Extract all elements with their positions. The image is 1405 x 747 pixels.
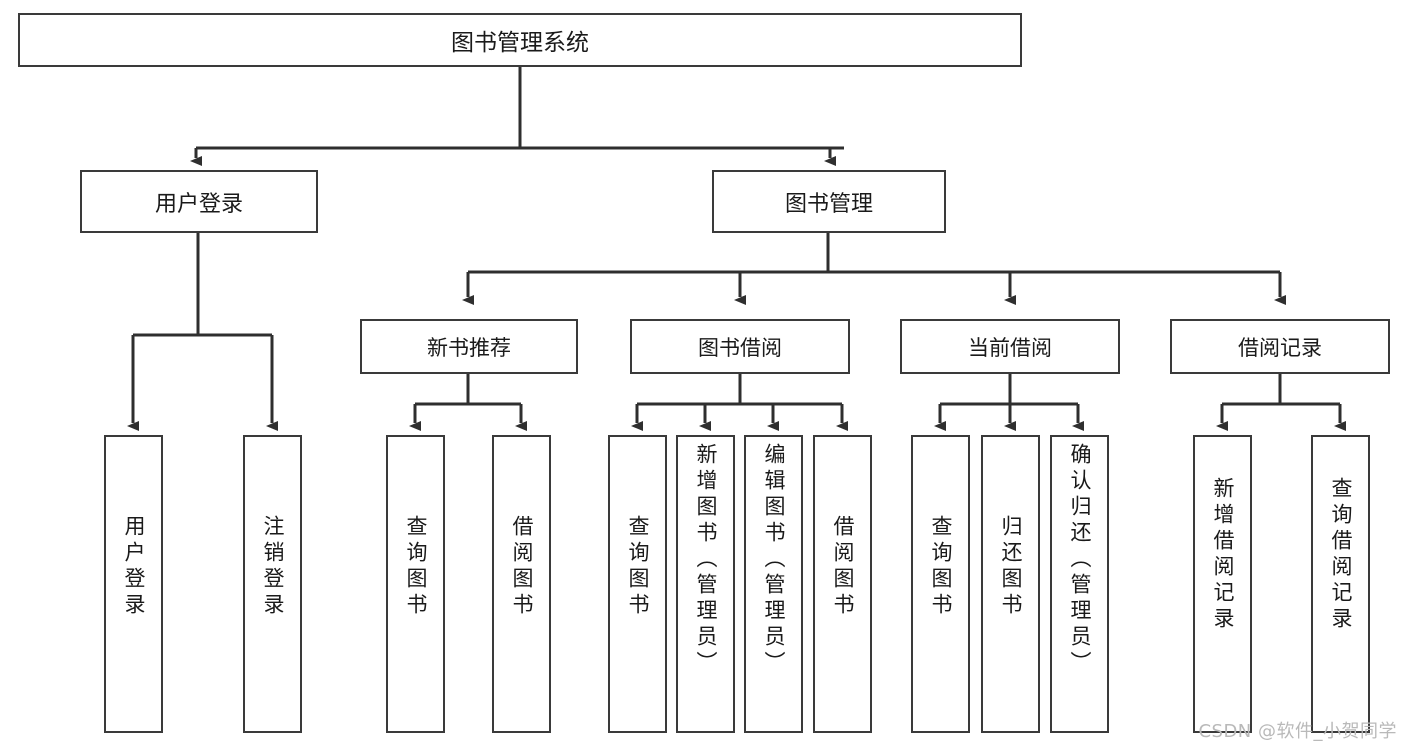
leaf-label: 借阅图书	[510, 515, 534, 619]
leaf-current-borrow-return-book[interactable]: 归还图书	[981, 435, 1040, 733]
node-user-login-label: 用户登录	[154, 191, 243, 217]
node-root-system[interactable]: 图书管理系统	[18, 13, 1022, 67]
leaf-new-book-borrow-book[interactable]: 借阅图书	[492, 435, 551, 733]
leaf-book-borrow-edit-book-admin[interactable]: 编辑图书（管理员）	[744, 435, 803, 733]
leaf-borrow-record-add-record[interactable]: 新增借阅记录	[1193, 435, 1252, 733]
node-current-borrow[interactable]: 当前借阅	[900, 319, 1120, 374]
leaf-new-book-query-book[interactable]: 查询图书	[386, 435, 445, 733]
leaf-label: 新增图书（管理员）	[694, 443, 718, 677]
leaf-label: 借阅图书	[831, 515, 855, 619]
leaf-current-borrow-confirm-return-admin[interactable]: 确认归还（管理员）	[1050, 435, 1109, 733]
leaf-borrow-record-query-record[interactable]: 查询借阅记录	[1311, 435, 1370, 733]
node-current-borrow-label: 当前借阅	[968, 335, 1052, 360]
node-book-management-label: 图书管理	[784, 191, 873, 217]
leaf-label: 新增借阅记录	[1211, 477, 1235, 633]
node-new-book-recommend[interactable]: 新书推荐	[360, 319, 578, 374]
leaf-label: 用户登录	[122, 515, 146, 619]
leaf-label: 归还图书	[999, 515, 1023, 619]
node-user-login[interactable]: 用户登录	[80, 170, 318, 233]
leaf-label: 查询图书	[404, 515, 428, 619]
leaf-user-login-logout[interactable]: 注销登录	[243, 435, 302, 733]
leaf-label: 查询图书	[929, 515, 953, 619]
leaf-label: 注销登录	[261, 515, 285, 619]
node-book-borrow-label: 图书借阅	[698, 335, 782, 360]
leaf-book-borrow-query-book[interactable]: 查询图书	[608, 435, 667, 733]
node-root-label: 图书管理系统	[451, 30, 589, 56]
leaf-user-login-login[interactable]: 用户登录	[104, 435, 163, 733]
node-borrow-record[interactable]: 借阅记录	[1170, 319, 1390, 374]
leaf-label: 查询借阅记录	[1329, 477, 1353, 633]
node-borrow-record-label: 借阅记录	[1238, 335, 1322, 360]
leaf-label: 确认归还（管理员）	[1068, 443, 1092, 677]
node-book-borrow[interactable]: 图书借阅	[630, 319, 850, 374]
leaf-label: 编辑图书（管理员）	[762, 443, 786, 677]
leaf-book-borrow-add-book-admin[interactable]: 新增图书（管理员）	[676, 435, 735, 733]
leaf-book-borrow-borrow-book[interactable]: 借阅图书	[813, 435, 872, 733]
node-book-management[interactable]: 图书管理	[712, 170, 946, 233]
node-new-book-recommend-label: 新书推荐	[427, 335, 511, 360]
leaf-label: 查询图书	[626, 515, 650, 619]
leaf-current-borrow-query-book[interactable]: 查询图书	[911, 435, 970, 733]
